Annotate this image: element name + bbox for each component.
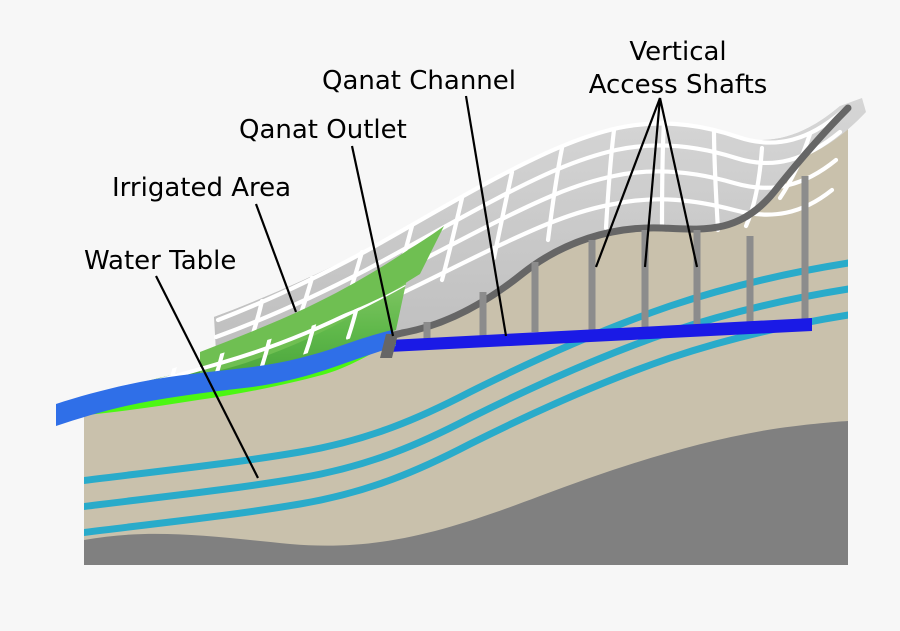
aquifer-stripes-group (84, 258, 848, 537)
label-qanat-outlet: Qanat Outlet (239, 115, 407, 145)
label-vertical-access-shafts-line2: Access Shafts (589, 70, 768, 100)
mesh-long-2 (213, 129, 843, 340)
vegetation-slab-top (200, 226, 444, 374)
bedrock-layer (84, 421, 848, 565)
mesh-long-1 (215, 107, 847, 323)
mesh-cross-8 (603, 127, 617, 231)
mesh-cross-10 (711, 127, 721, 233)
leader-qanat-channel (464, 95, 508, 337)
vertical-access-shafts-group (423, 176, 809, 340)
mesh-cross-7 (545, 145, 565, 243)
qanat-channel-group (389, 318, 812, 352)
aquifer-stripe-1 (84, 258, 848, 485)
mesh-cross-9 (659, 119, 667, 231)
leader-access-shaft-middle (643, 97, 662, 268)
label-irrigated-area: Irrigated Area (112, 173, 291, 203)
mesh-cross-11 (743, 145, 765, 229)
leader-access-shaft-right (658, 97, 699, 268)
qanat-outlet-marker (380, 334, 398, 358)
irrigation-water-stream (56, 330, 396, 426)
labels-group: Water Table Irrigated Area Qanat Outlet … (84, 37, 767, 276)
label-water-table: Water Table (84, 246, 236, 276)
qanat-channel (389, 318, 812, 352)
mesh-cross-6 (491, 169, 515, 261)
leader-irrigated-area (254, 203, 298, 313)
leader-water-table (155, 275, 259, 479)
mountain-ridge-outline (386, 104, 852, 340)
bedrock-group (84, 421, 848, 565)
leader-access-shaft-left (594, 97, 662, 268)
aquifer-stripe-3 (84, 310, 848, 537)
leader-qanat-outlet (350, 145, 395, 337)
leader-lines-group (155, 95, 699, 479)
mesh-cross-5 (439, 195, 465, 283)
aquifer-stripe-2 (84, 284, 848, 511)
label-qanat-channel: Qanat Channel (322, 66, 516, 96)
label-vertical-access-shafts-line1: Vertical (629, 37, 726, 67)
